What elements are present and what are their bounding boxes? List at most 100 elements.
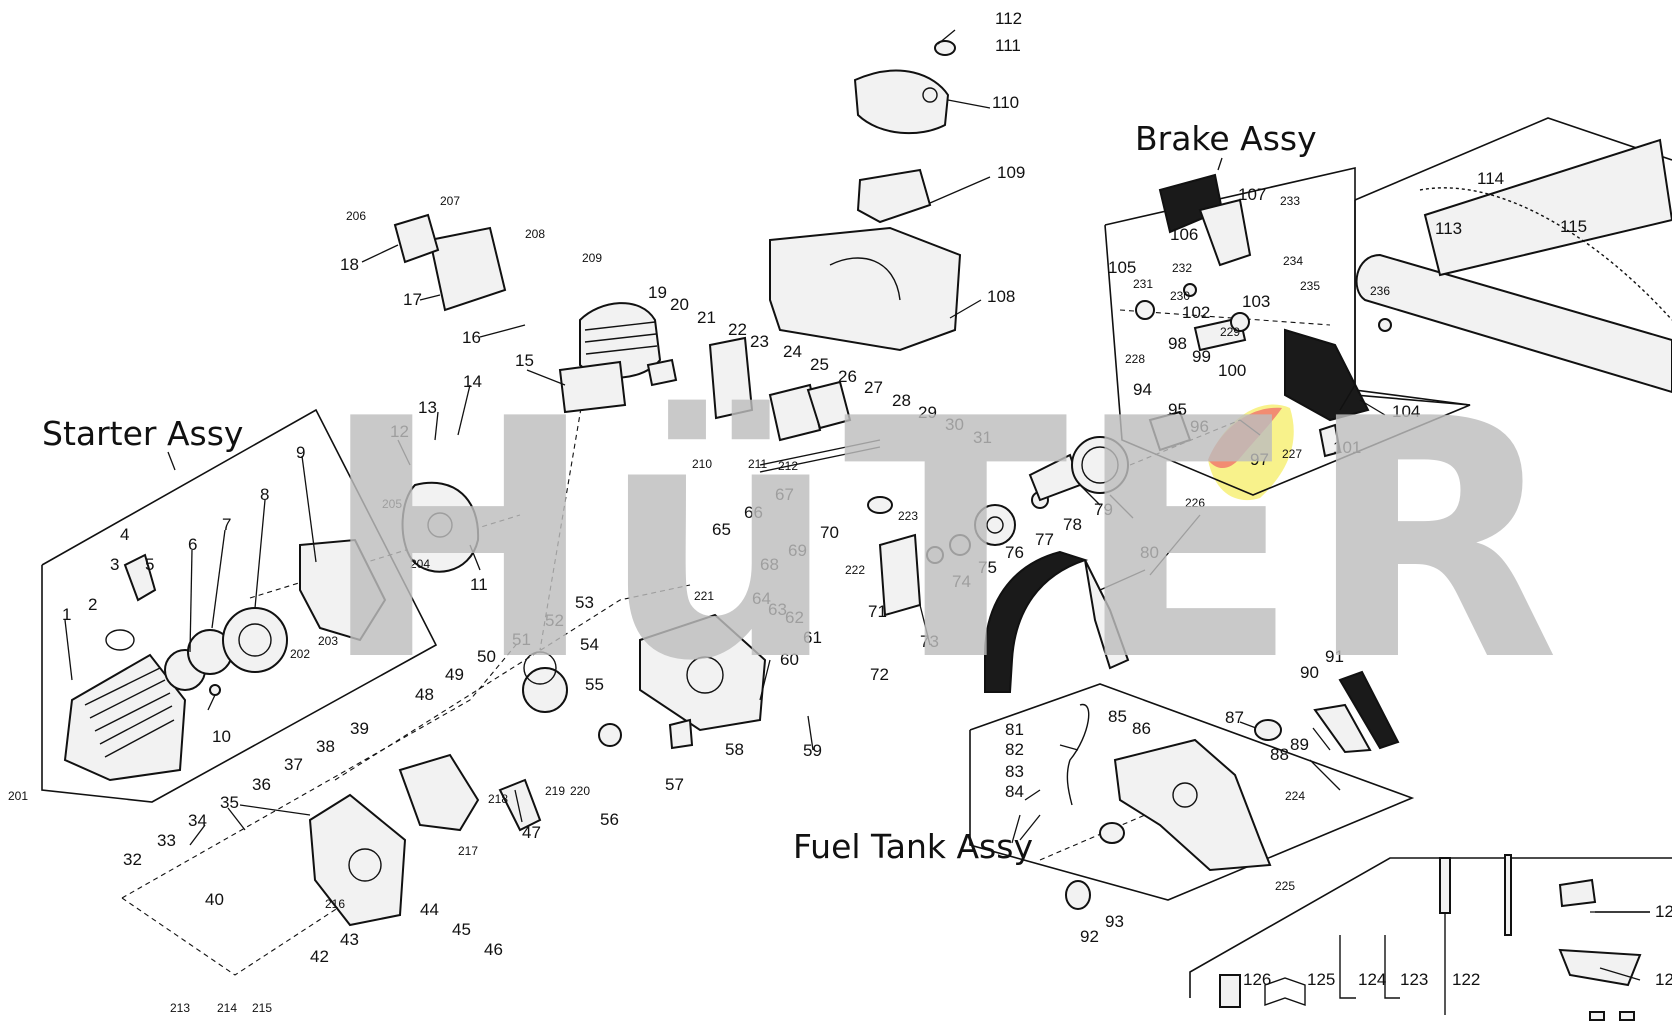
part-label-86: 86	[1132, 719, 1151, 738]
part-label-10: 10	[212, 727, 231, 746]
part-label-226: 226	[1185, 496, 1205, 510]
part-label-76: 76	[1005, 543, 1024, 562]
fuel-tank-parts	[1065, 670, 1400, 910]
part-label-34: 34	[188, 811, 207, 830]
part-label-113: 113	[1435, 219, 1462, 238]
part-label-42: 42	[310, 947, 329, 966]
part-label-54: 54	[580, 635, 599, 654]
part-label-228: 228	[1125, 352, 1145, 366]
part-label-108: 108	[987, 287, 1015, 306]
part-label-92: 92	[1080, 927, 1099, 946]
part-label-60: 60	[780, 650, 799, 669]
part-label-53: 53	[575, 593, 594, 612]
part-label-232: 232	[1172, 261, 1192, 275]
part-label-122: 122	[1452, 970, 1480, 989]
part-label-38: 38	[316, 737, 335, 756]
part-label-203: 203	[318, 634, 338, 648]
part-label-95: 95	[1168, 400, 1187, 419]
part-label-234: 234	[1283, 254, 1303, 268]
part-label-202: 202	[290, 647, 310, 661]
part-label-204: 204	[410, 557, 430, 571]
leader-lines	[64, 29, 1650, 981]
part-label-221: 221	[694, 589, 714, 603]
part-label-39: 39	[350, 719, 369, 738]
part-label-29: 29	[918, 403, 937, 422]
part-label-208: 208	[525, 227, 545, 241]
part-label-218: 218	[488, 792, 508, 806]
part-label-45: 45	[452, 920, 471, 939]
part-label-8: 8	[260, 485, 269, 504]
part-label-112: 112	[995, 9, 1022, 28]
part-label-71: 71	[868, 602, 887, 621]
part-label-15: 15	[515, 351, 534, 370]
part-label-120: 120	[1655, 902, 1672, 921]
part-label-67: 67	[775, 485, 794, 504]
part-label-78: 78	[1063, 515, 1082, 534]
part-label-57: 57	[665, 775, 684, 794]
part-label-49: 49	[445, 665, 464, 684]
starter-assy-title: Starter Assy	[42, 414, 243, 453]
part-label-48: 48	[415, 685, 434, 704]
part-label-1: 1	[62, 605, 71, 624]
part-label-224: 224	[1285, 789, 1305, 803]
part-label-99: 99	[1192, 347, 1211, 366]
part-label-230: 230	[1170, 289, 1190, 303]
part-label-235: 235	[1300, 279, 1320, 293]
part-label-14: 14	[463, 372, 482, 391]
part-label-56: 56	[600, 810, 619, 829]
part-label-19: 19	[648, 283, 667, 302]
part-label-223: 223	[898, 509, 918, 523]
part-label-84: 84	[1005, 782, 1024, 801]
part-label-225: 225	[1275, 879, 1295, 893]
part-label-75: 75	[978, 558, 997, 577]
part-label-97: 97	[1250, 450, 1269, 469]
part-label-126: 126	[1243, 970, 1271, 989]
part-label-65: 65	[712, 520, 731, 539]
part-label-12: 12	[390, 422, 409, 441]
part-label-23: 23	[750, 332, 769, 351]
part-label-31: 31	[973, 428, 992, 447]
part-label-77: 77	[1035, 530, 1054, 549]
part-label-55: 55	[585, 675, 604, 694]
part-label-70: 70	[820, 523, 839, 542]
assembly-titles: Starter Assy Brake Assy Fuel Tank Assy	[42, 119, 1317, 866]
part-label-80: 80	[1140, 543, 1159, 562]
part-label-216: 216	[325, 897, 345, 911]
crankcase-parts	[308, 613, 767, 927]
part-label-236: 236	[1370, 284, 1390, 298]
part-label-30: 30	[945, 415, 964, 434]
part-label-61: 61	[803, 628, 822, 647]
part-label-4: 4	[120, 525, 129, 544]
part-label-209: 209	[582, 251, 602, 265]
part-label-121: 121	[1655, 970, 1672, 989]
part-label-114: 114	[1477, 169, 1504, 188]
part-label-93: 93	[1105, 912, 1124, 931]
part-label-100: 100	[1218, 361, 1246, 380]
brake-highlight	[1208, 404, 1294, 501]
part-label-123: 123	[1400, 970, 1428, 989]
part-label-50: 50	[477, 647, 496, 666]
part-label-212: 212	[778, 459, 798, 473]
part-label-201: 201	[8, 789, 28, 803]
part-label-13: 13	[418, 398, 437, 417]
part-label-66: 66	[744, 503, 763, 522]
part-label-35: 35	[220, 793, 239, 812]
brake-assy-title: Brake Assy	[1135, 119, 1317, 158]
part-label-6: 6	[188, 535, 197, 554]
engine-parts	[393, 40, 962, 514]
part-label-87: 87	[1225, 708, 1244, 727]
clutch-parts	[878, 436, 1130, 693]
part-label-25: 25	[810, 355, 829, 374]
part-label-74: 74	[952, 572, 971, 591]
part-label-94: 94	[1133, 380, 1152, 399]
part-label-7: 7	[222, 515, 231, 534]
part-label-32: 32	[123, 850, 142, 869]
part-label-3: 3	[110, 555, 119, 574]
part-label-211: 211	[748, 457, 767, 471]
part-label-105: 105	[1108, 258, 1136, 277]
part-label-64: 64	[752, 589, 771, 608]
part-label-47: 47	[522, 823, 541, 842]
part-label-215: 215	[252, 1001, 272, 1015]
part-label-210: 210	[692, 457, 712, 471]
part-label-106: 106	[1170, 225, 1198, 244]
